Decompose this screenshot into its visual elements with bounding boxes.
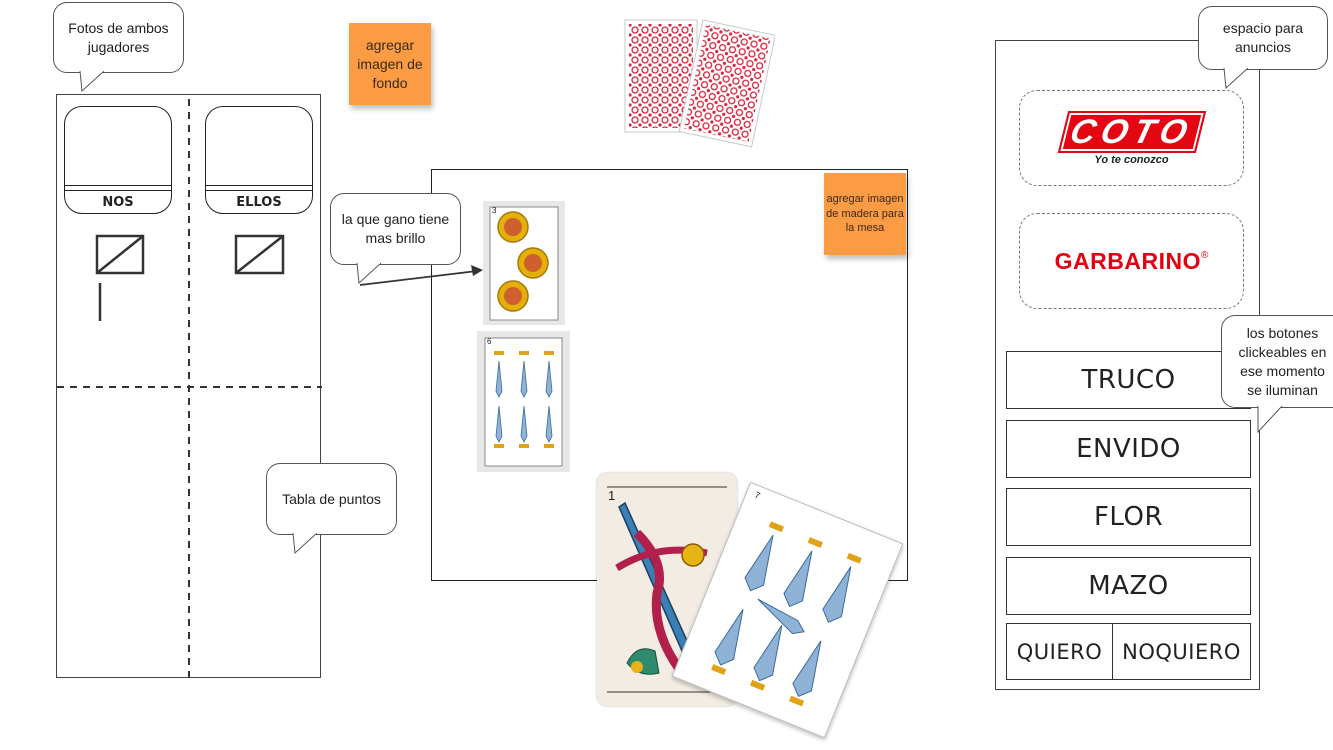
- card-siete-espadas[interactable]: 7: [671, 481, 904, 739]
- player-label-nos: NOS: [102, 195, 134, 210]
- mazo-button[interactable]: MAZO: [1006, 557, 1251, 615]
- card-number: 1: [608, 488, 616, 503]
- note-botones-text: los botones clickeables en ese momento s…: [1238, 324, 1327, 398]
- sticky-fondo-text: agregar imagen de fondo: [357, 36, 423, 91]
- note-fotos: Fotos de ambos jugadores: [53, 2, 184, 73]
- garbarino-logo-text: GARBARINO: [1054, 247, 1201, 274]
- truco-button[interactable]: TRUCO: [1006, 351, 1251, 409]
- note-botones-tail: [1257, 406, 1283, 434]
- coin: [497, 211, 529, 243]
- score-grid-lines: [57, 99, 322, 679]
- arrow-to-card: [359, 265, 483, 286]
- card-number: 6: [487, 337, 492, 346]
- card-seis-espadas[interactable]: 6: [477, 331, 570, 472]
- envido-button[interactable]: ENVIDO: [1006, 420, 1251, 478]
- score-panel: NOS ELLOS: [56, 94, 322, 679]
- note-tabla: Tabla de puntos: [266, 463, 397, 535]
- note-fotos-text: Fotos de ambos jugadores: [68, 19, 169, 55]
- ad-coto[interactable]: COTO Yo te conozco: [1019, 90, 1244, 186]
- noquiero-button-label: NOQUIERO: [1122, 639, 1241, 664]
- flor-button-label: FLOR: [1093, 502, 1164, 532]
- coto-slogan: Yo te conozco: [1094, 153, 1169, 166]
- coto-logo-text: COTO: [1065, 112, 1198, 151]
- deck-card-backs: [624, 19, 775, 148]
- note-fotos-tail: [79, 71, 105, 93]
- card-back-2: [678, 19, 775, 148]
- flor-button[interactable]: FLOR: [1006, 488, 1251, 546]
- ad-garbarino[interactable]: GARBARINO ®: [1019, 213, 1244, 309]
- garbarino-registered: ®: [1200, 250, 1209, 261]
- note-brillo-text: la que gano tiene mas brillo: [341, 211, 450, 246]
- note-anuncios-tail: [1223, 68, 1249, 90]
- tally-ellos: [234, 234, 285, 275]
- quiero-button-label: QUIERO: [1016, 639, 1103, 664]
- coin: [497, 280, 529, 312]
- note-anuncios-text: espacio para anuncios: [1222, 20, 1304, 55]
- note-brillo: la que gano tiene mas brillo: [330, 193, 461, 265]
- card-number: 3: [492, 206, 497, 215]
- quiero-button[interactable]: QUIERO: [1006, 623, 1113, 680]
- note-tabla-tail: [292, 533, 318, 555]
- envido-button-label: ENVIDO: [1076, 434, 1181, 464]
- note-tabla-text: Tabla de puntos: [282, 490, 381, 507]
- sticky-fondo: agregar imagen de fondo: [349, 23, 431, 105]
- side-panel: COTO Yo te conozco GARBARINO ® TRUCO ENV…: [995, 40, 1260, 690]
- note-botones: los botones clickeables en ese momento s…: [1221, 315, 1333, 408]
- photo-nos: NOS: [64, 106, 172, 214]
- sticky-madera-text: agregar imagen de madera para la mesa: [826, 193, 904, 235]
- coto-logo: COTO: [1057, 110, 1206, 153]
- note-anuncios: espacio para anuncios: [1198, 6, 1328, 70]
- card-tres-oros[interactable]: 3: [483, 201, 565, 325]
- tally-nos: [95, 234, 145, 321]
- player-label-ellos: ELLOS: [236, 195, 282, 210]
- noquiero-button[interactable]: NOQUIERO: [1112, 623, 1251, 680]
- photo-ellos: ELLOS: [205, 106, 313, 214]
- mazo-button-label: MAZO: [1088, 571, 1169, 601]
- note-brillo-tail: [356, 263, 382, 285]
- sticky-madera: agregar imagen de madera para la mesa: [824, 173, 906, 255]
- coin: [517, 247, 549, 279]
- truco-button-label: TRUCO: [1081, 365, 1176, 395]
